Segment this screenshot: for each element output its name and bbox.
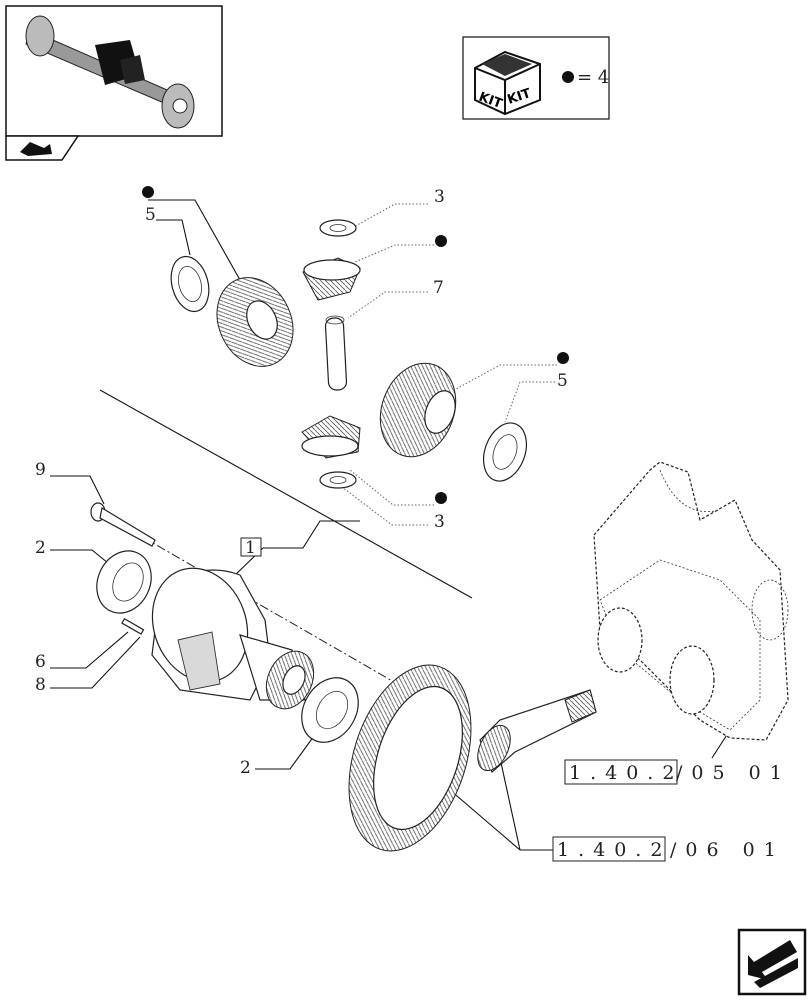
side-gear-right	[379, 362, 457, 458]
washer-3-top	[319, 219, 357, 237]
thumbnail-panel[interactable]	[5, 5, 223, 137]
housing-ref-boxed: 1.40.2	[569, 762, 683, 784]
callout-1: 1	[245, 538, 256, 558]
arrow-next-page-icon	[748, 940, 798, 988]
ring-gear	[348, 664, 472, 852]
callout-1-box	[240, 537, 262, 557]
callout-8: 8	[35, 675, 46, 695]
pinion-gear-top	[302, 257, 361, 301]
thrust-washer-5-right	[482, 422, 528, 482]
kit-legend: KIT KIT = 4	[462, 36, 610, 120]
callout-2-left: 2	[35, 538, 46, 558]
axle-thumbnail-icon	[25, 15, 195, 129]
callout-5-left: 5	[145, 205, 156, 225]
washer-3-bottom	[319, 471, 357, 489]
reference-gears[interactable]: 1.40.2 /06 01	[552, 836, 785, 862]
kit-box-icon	[474, 50, 541, 116]
gear-ref-boxed: 1.40.2	[557, 839, 671, 861]
arrow-left-icon	[20, 142, 52, 156]
pinion-gear-bottom	[301, 415, 361, 459]
gear-ref-tail: /06 01	[670, 839, 785, 861]
cross-pin-7	[324, 315, 348, 391]
bearing-2-left	[96, 550, 152, 614]
leader-lines	[50, 186, 744, 851]
side-gear-left	[216, 277, 294, 367]
callout-7: 7	[433, 278, 444, 298]
differential-case	[151, 567, 315, 710]
callout-6: 6	[35, 652, 46, 672]
filled-dot-marker	[562, 71, 574, 83]
callout-9: 9	[35, 460, 46, 480]
callout-2-right: 2	[240, 758, 251, 778]
kit-label-2: KIT	[506, 86, 533, 108]
thrust-washer-5-left	[170, 255, 210, 313]
roll-pin-6	[121, 617, 145, 635]
callout-3-bottom: 3	[434, 512, 445, 532]
callout-5-right: 5	[557, 371, 568, 391]
housing-ref-tail: /05 01	[676, 762, 791, 784]
kit-quantity: = 4	[577, 67, 609, 88]
bolt-9	[90, 502, 156, 547]
previous-page-tab[interactable]	[5, 135, 80, 161]
pinion-shaft	[477, 689, 597, 774]
callout-labels: 5 3 7 5 3 9 2 1 6 8 2	[35, 187, 568, 778]
bearing-2-right	[301, 677, 359, 743]
axle-housing	[593, 461, 789, 741]
reference-housing[interactable]: 1.40.2 /05 01	[564, 759, 791, 785]
callout-3-top: 3	[434, 187, 445, 207]
next-page-button[interactable]	[737, 928, 807, 996]
